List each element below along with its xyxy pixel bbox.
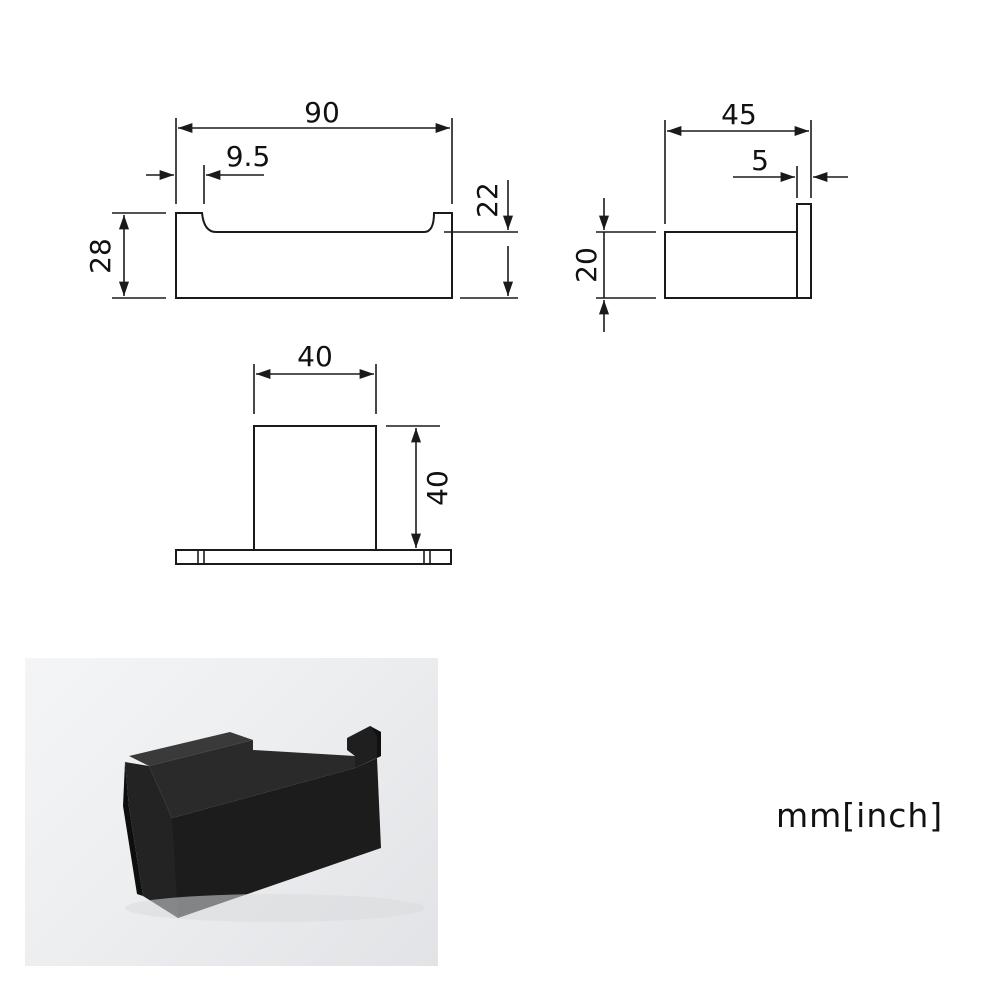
hook-wall-plate — [125, 762, 178, 918]
top-width-label: 40 — [297, 340, 333, 373]
front-view: 90 9.5 28 22 — [84, 96, 518, 299]
side-depth-label: 45 — [721, 98, 757, 131]
product-render — [123, 726, 425, 922]
hook-top-face — [129, 732, 253, 766]
hook-bar-top — [149, 740, 355, 818]
hook-rear-upright — [347, 726, 381, 768]
product-photo — [25, 658, 438, 966]
front-width-label: 90 — [304, 96, 340, 129]
hook-shadow — [125, 894, 425, 922]
top-view-hook-body — [253, 425, 377, 551]
top-height-label: 40 — [421, 470, 454, 506]
front-height-label: 28 — [84, 238, 117, 274]
front-view-outline — [175, 212, 453, 299]
units-label: mm[inch] — [776, 796, 944, 835]
hook-rear-upright-side — [370, 726, 381, 758]
top-view-base-plate — [175, 549, 452, 565]
side-view-plate — [796, 203, 812, 299]
side-plate-label: 5 — [751, 144, 769, 177]
side-height-label: 20 — [570, 247, 603, 283]
front-notch-label: 9.5 — [226, 140, 271, 173]
side-view-body — [664, 231, 798, 299]
hook-front-face — [167, 758, 381, 918]
side-view: 45 5 20 — [570, 98, 848, 332]
top-view: 40 40 — [175, 340, 454, 565]
hook-wall-plate-edge — [123, 762, 143, 896]
front-inner-height-label: 22 — [471, 182, 504, 218]
